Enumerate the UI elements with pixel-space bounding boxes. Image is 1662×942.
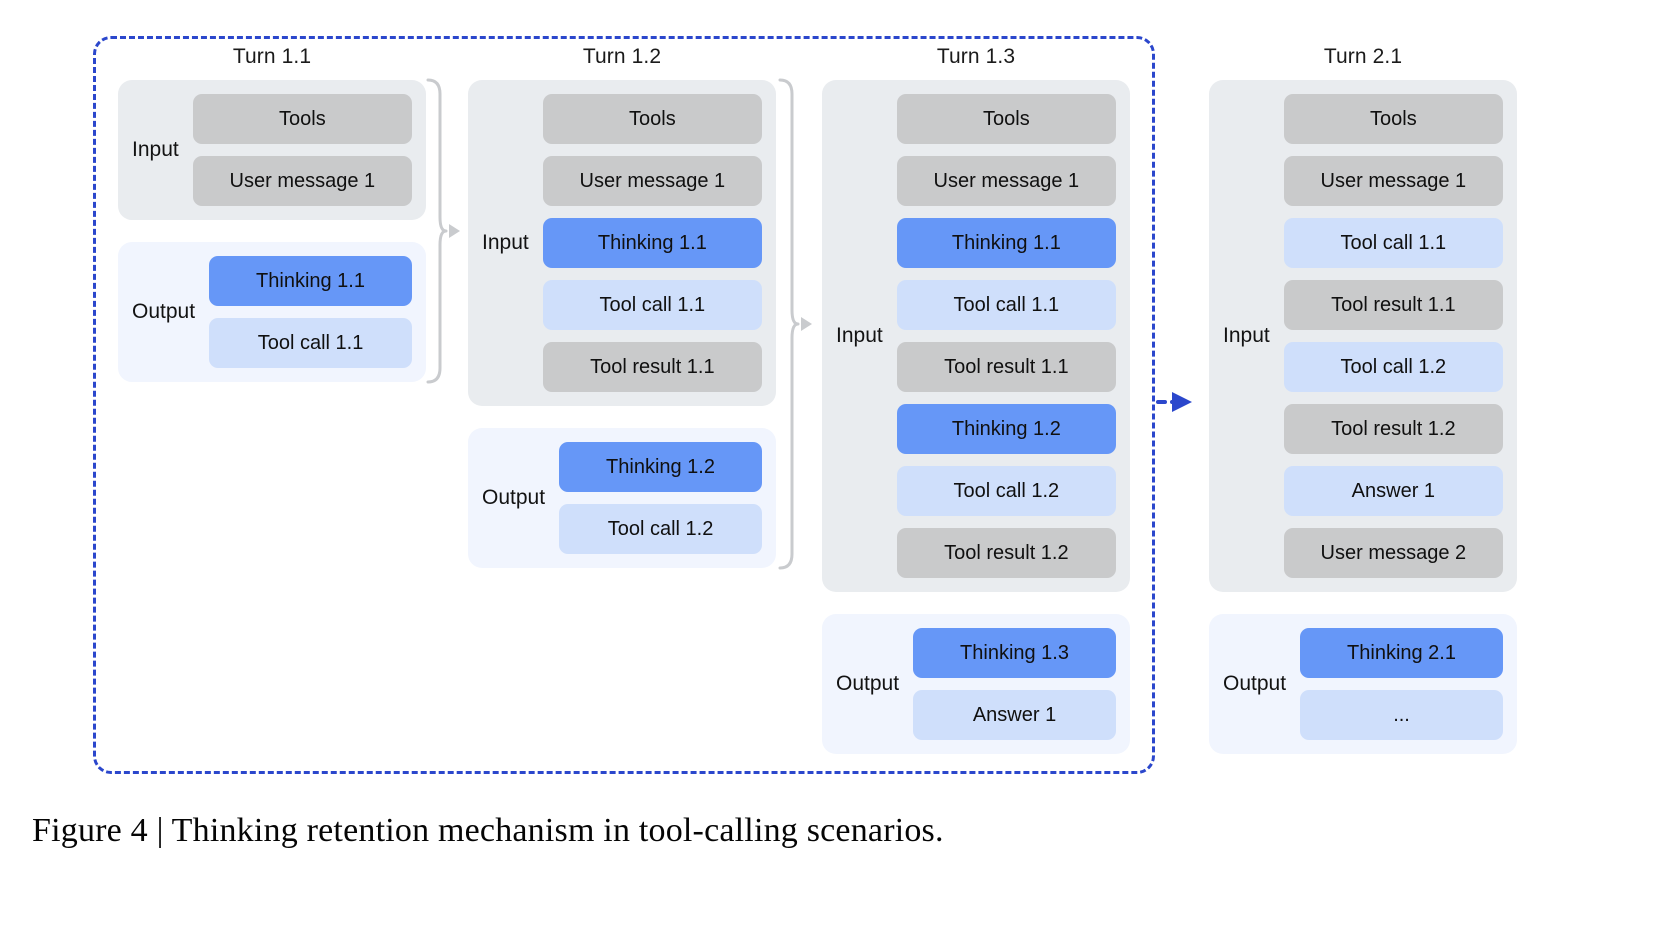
- output-card-label: Output: [482, 486, 546, 509]
- column-title-turn-2-1: Turn 2.1: [1323, 45, 1403, 68]
- block-light: Answer 1: [1283, 466, 1503, 516]
- block-grey: User message 1: [1283, 156, 1503, 206]
- output-card-label: Output: [836, 672, 900, 695]
- block-grey: Tool result 1.2: [896, 528, 1116, 578]
- column-title-turn-1-1: Turn 1.1: [232, 45, 312, 68]
- block-grey: User message 1: [896, 156, 1116, 206]
- block-grey: Tools: [1283, 94, 1503, 144]
- input-card-label: Input: [132, 138, 179, 161]
- block-light: Answer 1: [913, 690, 1116, 740]
- block-grey: Tool result 1.1: [1283, 280, 1503, 330]
- block-light: Tool call 1.1: [896, 280, 1116, 330]
- block-thinking: Thinking 1.1: [896, 218, 1116, 268]
- card-spacer: [118, 220, 426, 242]
- block-light: Tool call 1.1: [209, 318, 412, 368]
- output-block-list: Thinking 2.1...: [1300, 628, 1503, 740]
- thinking-retention-region: [93, 36, 1155, 774]
- arrow-retention-to-turn2-1: [1156, 392, 1192, 412]
- block-thinking: Thinking 1.2: [896, 404, 1116, 454]
- card-spacer: [468, 406, 776, 428]
- block-thinking: Thinking 1.2: [559, 442, 762, 492]
- block-thinking: Thinking 1.1: [209, 256, 412, 306]
- block-grey: Tool result 1.1: [896, 342, 1116, 392]
- block-thinking: Thinking 1.3: [913, 628, 1116, 678]
- output-card-label: Output: [132, 300, 196, 323]
- block-light: Tool call 1.2: [1283, 342, 1503, 392]
- input-card-label: Input: [482, 231, 529, 254]
- block-grey: Tools: [542, 94, 762, 144]
- block-light: Tool call 1.1: [1283, 218, 1503, 268]
- block-thinking: Thinking 1.1: [542, 218, 762, 268]
- block-light: ...: [1300, 690, 1503, 740]
- column-title-turn-1-2: Turn 1.2: [582, 45, 662, 68]
- block-grey: Tools: [896, 94, 1116, 144]
- input-card-label: Input: [836, 324, 883, 347]
- block-thinking: Thinking 2.1: [1300, 628, 1503, 678]
- card-spacer: [1209, 592, 1517, 614]
- block-grey: Tool result 1.1: [542, 342, 762, 392]
- arrowhead-icon: [1172, 392, 1192, 412]
- figure-caption-wrap: Figure 4 | Thinking retention mechanism …: [32, 812, 1632, 850]
- block-light: Tool call 1.2: [559, 504, 762, 554]
- column-title-turn-1-3: Turn 1.3: [936, 45, 1016, 68]
- block-light: Tool call 1.2: [896, 466, 1116, 516]
- figure-caption: Figure 4 | Thinking retention mechanism …: [32, 812, 944, 849]
- block-light: Tool call 1.1: [542, 280, 762, 330]
- output-card-label: Output: [1223, 672, 1287, 695]
- block-grey: User message 1: [192, 156, 412, 206]
- card-spacer: [822, 592, 1130, 614]
- block-grey: User message 2: [1283, 528, 1503, 578]
- output-card-turn-2-1: Output Thinking 2.1...: [1209, 614, 1517, 754]
- block-grey: User message 1: [542, 156, 762, 206]
- block-grey: Tool result 1.2: [1283, 404, 1503, 454]
- block-grey: Tools: [192, 94, 412, 144]
- input-card-label: Input: [1223, 324, 1270, 347]
